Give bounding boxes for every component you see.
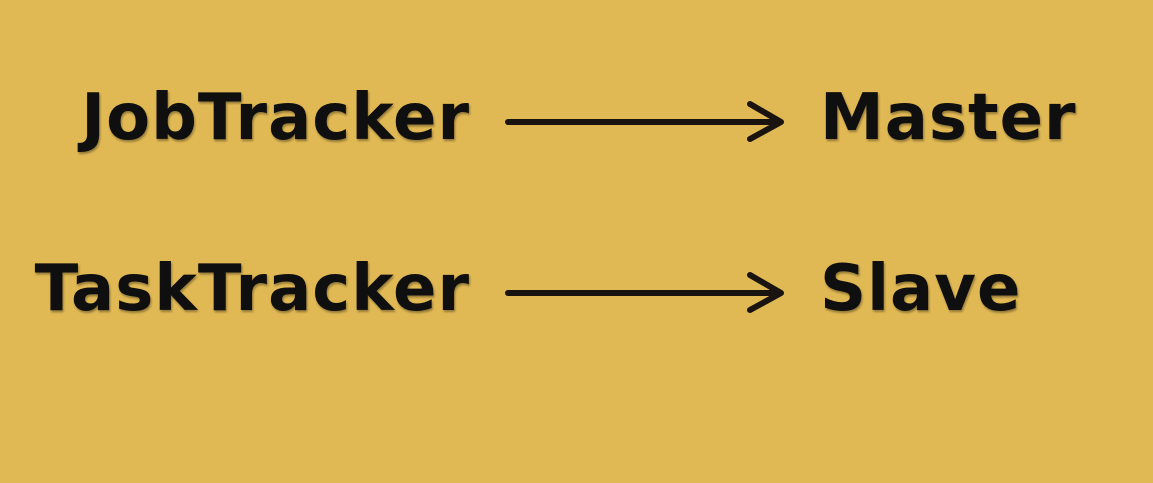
master-label: Master — [820, 81, 1077, 155]
tasktracker-label: TaskTracker — [34, 252, 470, 326]
right-arrow-icon — [505, 272, 784, 313]
slave-label: Slave — [820, 252, 1022, 326]
right-arrow-icon — [505, 101, 784, 142]
jobtracker-label: JobTracker — [81, 81, 470, 155]
